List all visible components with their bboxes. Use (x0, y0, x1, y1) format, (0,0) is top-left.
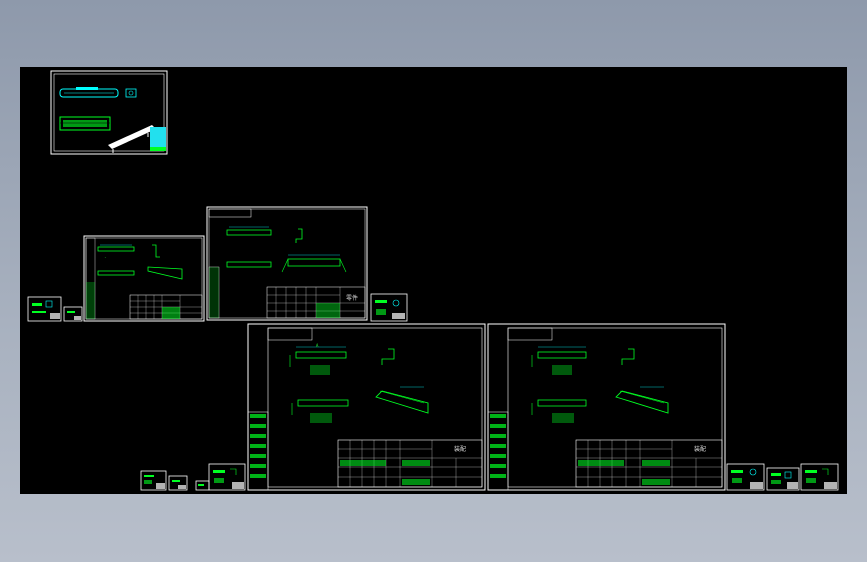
thumbnail-sheet[interactable] (168, 475, 188, 491)
thumbnail-sheet[interactable] (208, 463, 246, 491)
title-block-label: 装配 (694, 445, 706, 453)
sheet-assembly-left[interactable]: A 装配 (247, 323, 486, 491)
title-block-label: 装配 (454, 445, 466, 453)
svg-text:A: A (316, 343, 319, 348)
thumbnail-sheet[interactable] (800, 463, 839, 491)
thumbnail-sheet[interactable] (766, 467, 800, 491)
svg-text:·: · (104, 255, 106, 260)
preview-sheet-assembly[interactable] (50, 70, 168, 155)
thumbnail-sheet[interactable] (195, 480, 210, 491)
thumbnail-sheet[interactable] (63, 306, 83, 322)
thumbnail-sheet[interactable] (27, 296, 62, 322)
title-block-label: 零件 (346, 294, 358, 302)
sheet-part-upper[interactable]: 零件 (206, 206, 368, 321)
drawing-svg: · (27, 70, 839, 491)
sheet-part-left[interactable]: · (83, 235, 205, 322)
thumbnail-sheet[interactable] (370, 293, 408, 322)
sheet-assembly-right[interactable]: 装配 (487, 323, 726, 491)
thumbnail-sheet[interactable] (140, 470, 167, 491)
thumbnail-sheet[interactable] (726, 463, 765, 491)
cad-drawing-canvas[interactable]: · (20, 67, 847, 494)
